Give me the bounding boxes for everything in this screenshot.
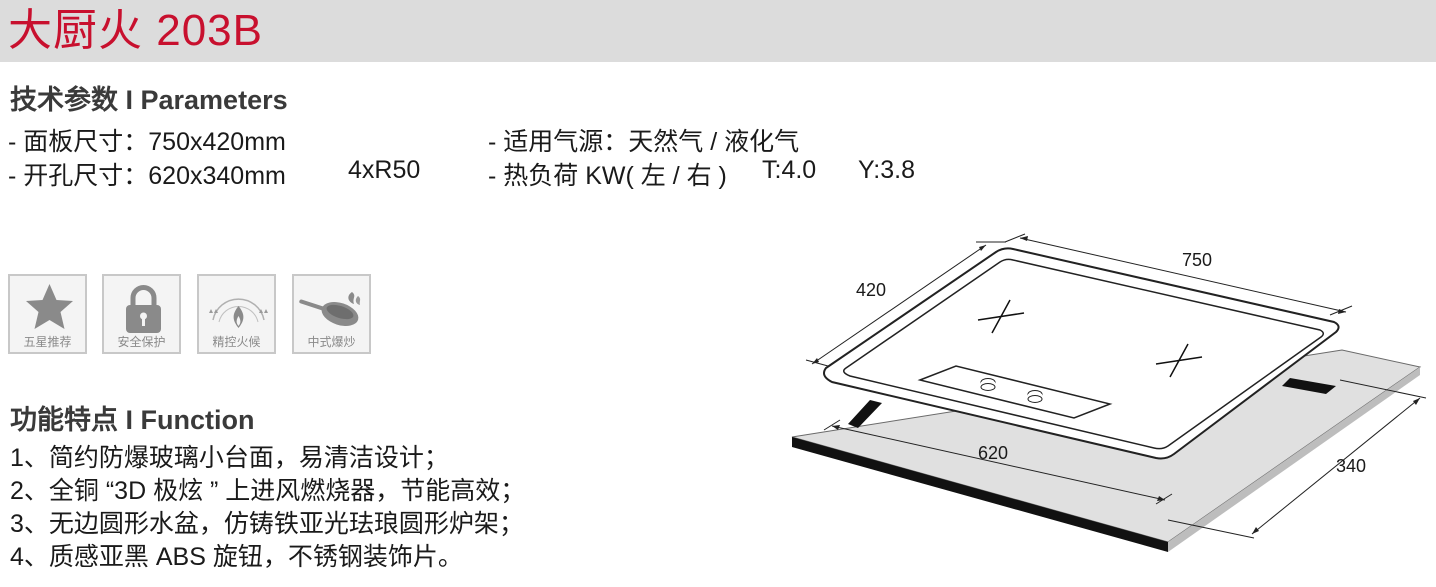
flame-icon <box>209 298 268 328</box>
heat-load-right: Y:3.8 <box>858 156 915 184</box>
function-list: 1、简约防爆玻璃小台面，易清洁设计； 2、全铜 “3D 极炫 ” 上进风燃烧器，… <box>10 442 525 574</box>
feature-label: 安全保护 <box>117 335 166 349</box>
cutout-size: - 开孔尺寸：620x340mm <box>8 162 286 190</box>
feature-safety: 安全保护 <box>102 274 181 354</box>
cutout-radius: 4xR50 <box>348 156 421 184</box>
feature-five-star: 五星推荐 <box>8 274 87 354</box>
dimension-diagram: 750 420 620 340 <box>791 233 1427 552</box>
feature-label: 五星推荐 <box>23 335 72 349</box>
feature-precise-fire: 精控火候 <box>197 274 276 354</box>
feature-label: 中式爆炒 <box>307 335 356 349</box>
list-item: 3、无边圆形水盆，仿铸铁亚光珐琅圆形炉架； <box>10 510 524 538</box>
cutout-left-edge <box>848 400 882 428</box>
product-title: 大厨火 203B <box>8 6 263 55</box>
heat-load: - 热负荷 KW( 左 / 右 ) <box>488 162 727 190</box>
cutout-right-edge <box>1282 378 1336 394</box>
list-item: 1、简约防爆玻璃小台面，易清洁设计； <box>10 444 449 472</box>
left-burner-mark <box>977 299 1025 334</box>
right-burner-mark <box>1155 343 1203 378</box>
dimension-lines <box>805 233 1427 539</box>
wok-icon <box>299 292 361 326</box>
parameters-heading: 技术参数 I Parameters <box>10 85 288 115</box>
countertop-front-edge <box>792 437 1168 552</box>
star-icon <box>26 284 73 329</box>
control-strip <box>917 365 1113 419</box>
feature-stir-fry: 中式爆炒 <box>292 274 371 354</box>
function-heading: 功能特点 I Function <box>10 405 255 435</box>
feature-label: 精控火候 <box>212 335 261 349</box>
lock-icon <box>126 285 161 333</box>
heat-load-left: T:4.0 <box>762 156 817 184</box>
knob-left <box>980 378 996 391</box>
dimension-arrows <box>812 236 1420 534</box>
gas-source: - 适用气源：天然气 / 液化气 <box>488 128 800 156</box>
dim-620-label: 620 <box>978 443 1008 463</box>
title-bar: 大厨火 203B <box>0 0 1436 62</box>
dim-750-label: 750 <box>1182 250 1212 270</box>
list-item: 2、全铜 “3D 极炫 ” 上进风燃烧器，节能高效； <box>10 477 526 505</box>
panel-size: - 面板尺寸：750x420mm <box>8 128 286 156</box>
dim-340-label: 340 <box>1336 456 1366 476</box>
list-item: 4、质感亚黑 ABS 旋钮，不锈钢装饰片。 <box>10 543 463 571</box>
dim-420-label: 420 <box>856 280 886 300</box>
countertop-side-edge <box>1168 367 1420 552</box>
hob-glass <box>843 258 1324 450</box>
knob-right <box>1027 390 1043 403</box>
